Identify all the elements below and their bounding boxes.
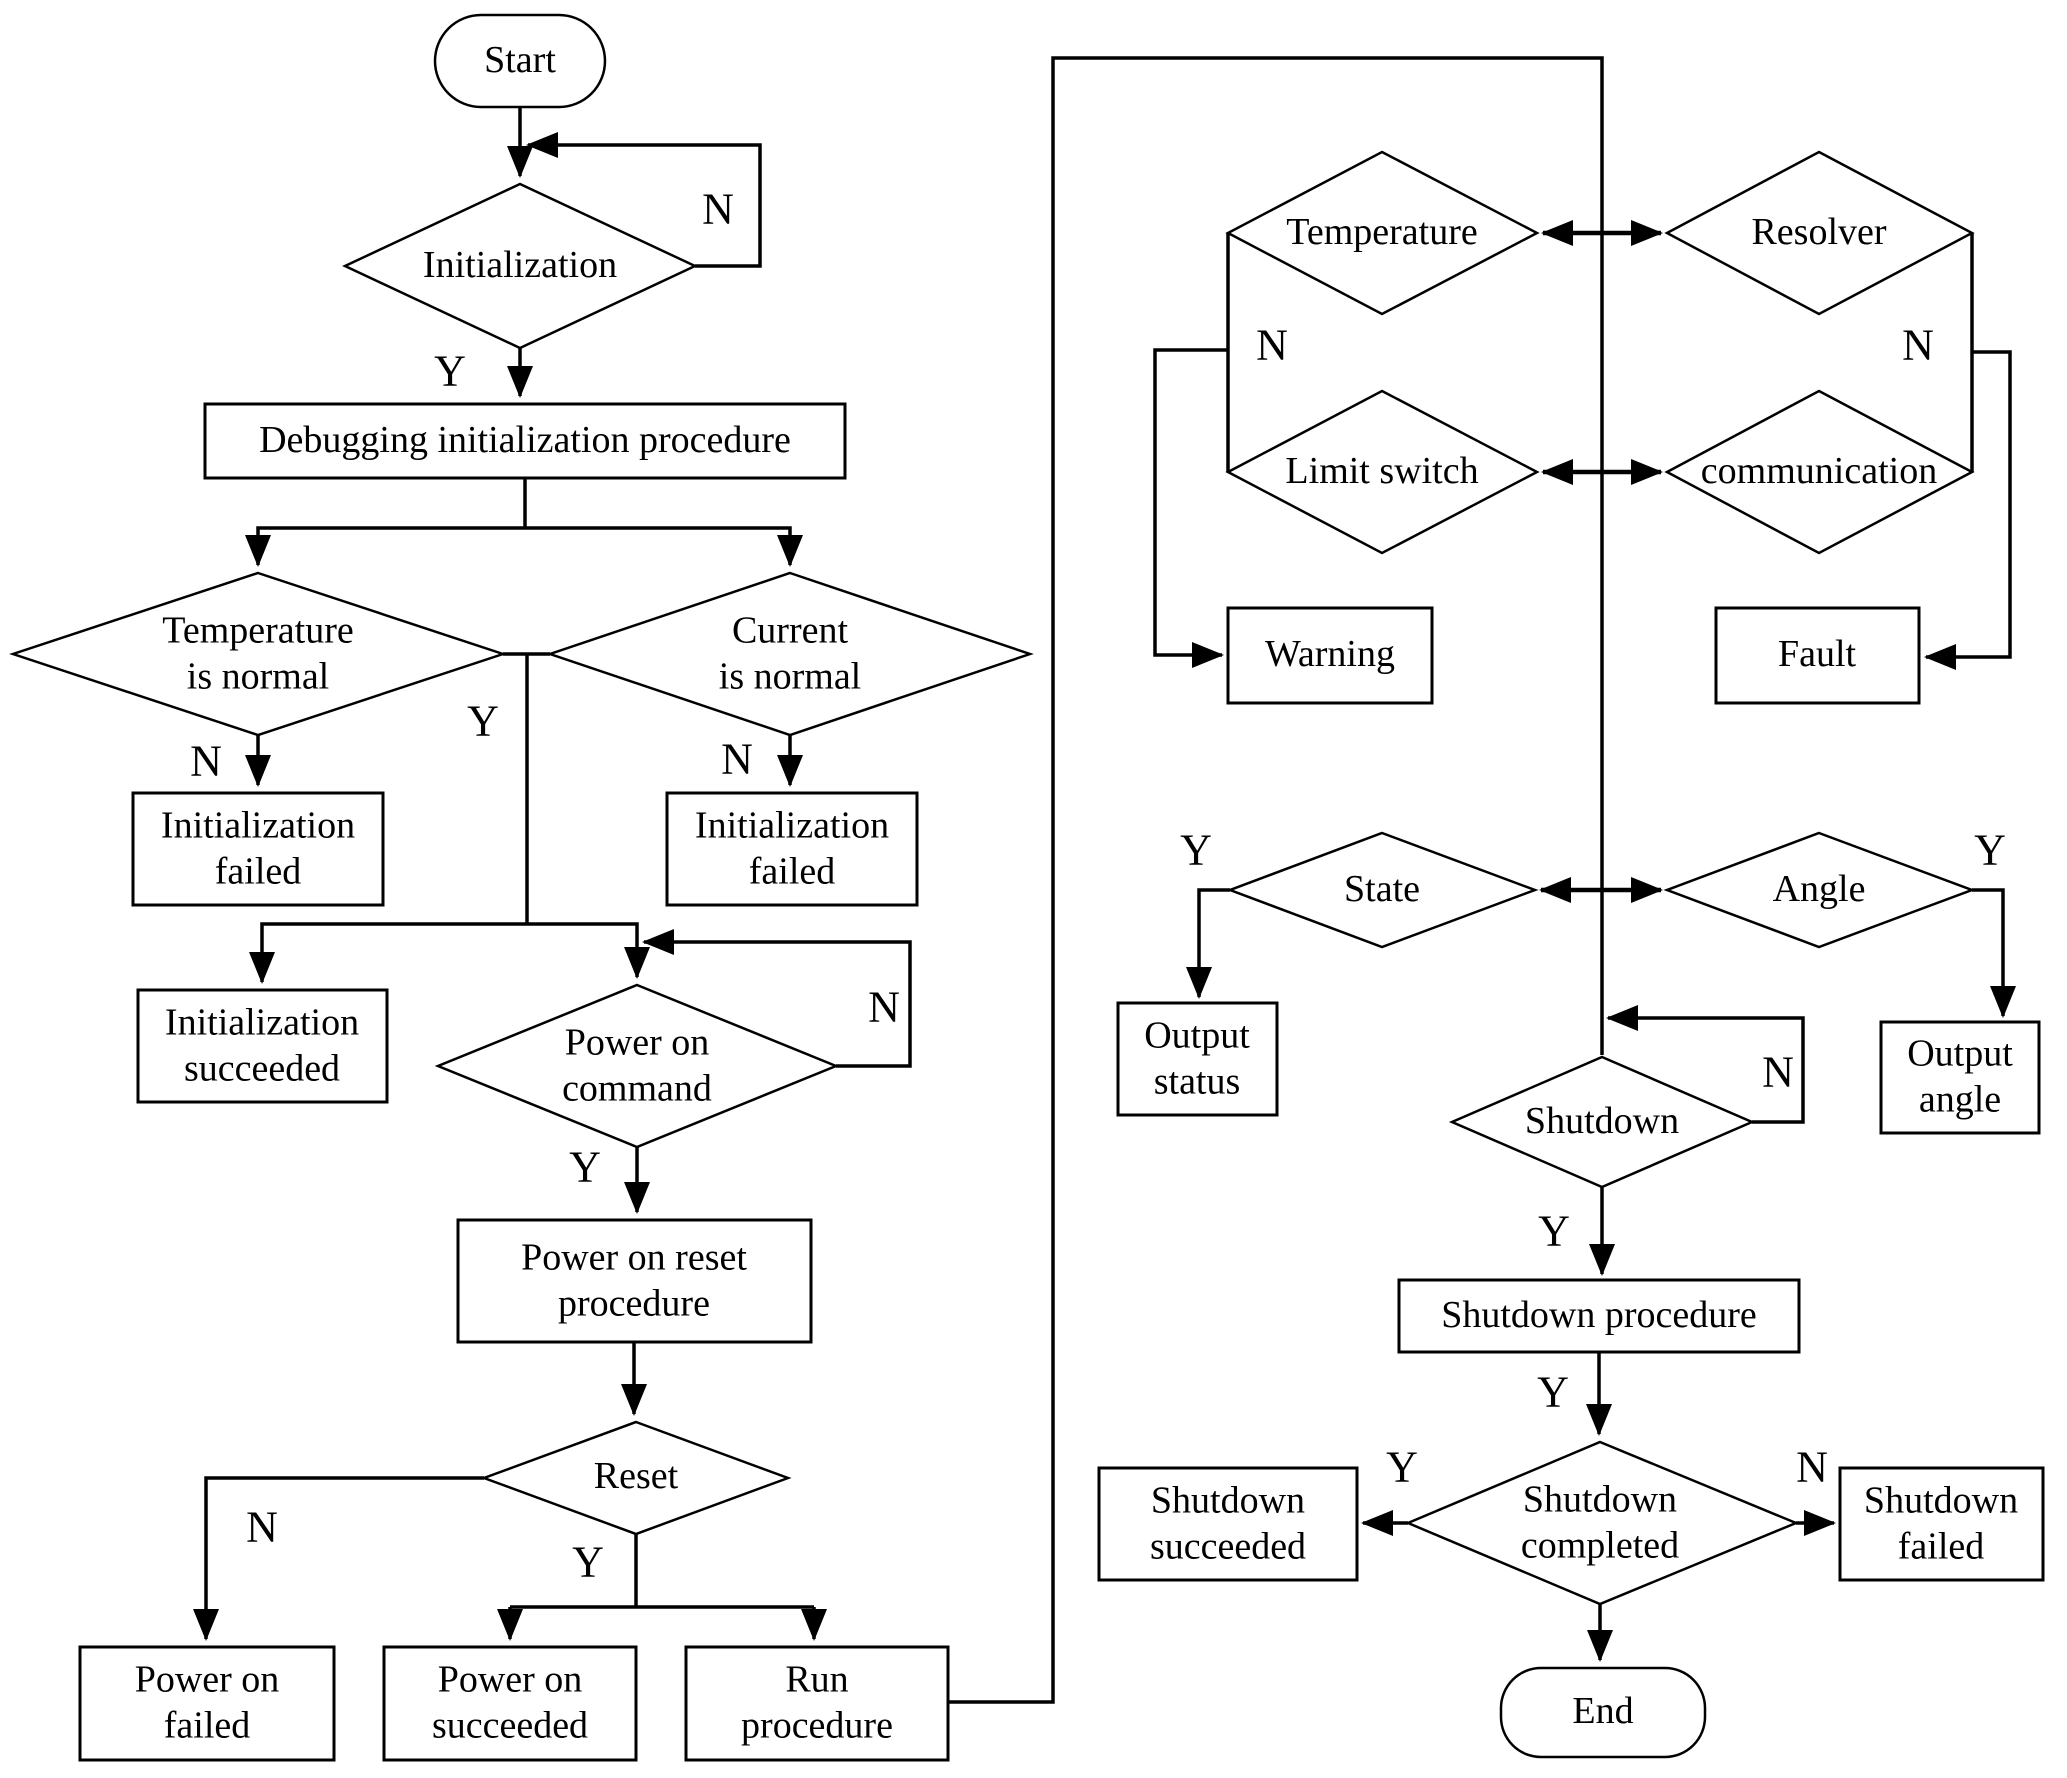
reset-decision-label: Reset — [593, 1455, 679, 1498]
debugging-initialization-process-label: Debugging initialization procedure — [259, 419, 791, 462]
power-on-failed-box-label: Power on failed — [134, 1658, 280, 1746]
connectors — [193, 56, 2016, 1704]
output-status-box-shape — [1116, 1001, 1279, 1117]
connector-line — [948, 56, 1604, 1704]
edge-label-shutdown-y: Y — [1538, 1206, 1570, 1256]
fault-box-label: Fault — [1777, 633, 1857, 676]
fault-box-shape — [1714, 606, 1921, 705]
power-on-reset-process-shape — [456, 1218, 813, 1344]
connector-line — [1153, 348, 1228, 668]
shutdown-failed-box-label: Shutdown failed — [1863, 1479, 2019, 1567]
start-terminator-shape — [433, 13, 607, 109]
connector-line — [245, 526, 525, 567]
shutdown-succeeded-box-shape — [1097, 1466, 1359, 1582]
temperature-check-decision-shape — [1225, 150, 1540, 316]
initialization-succeeded-box-shape — [136, 988, 389, 1104]
edge-label-completed-y: Y — [1386, 1442, 1418, 1492]
power-on-command-decision-label: Power on command — [562, 1021, 712, 1109]
power-on-command-decision-shape — [434, 983, 840, 1149]
connector-line — [1972, 888, 2016, 1018]
initialization-failed-left-box-label: Initialization failed — [160, 804, 356, 892]
edge-label-monitor-right-n: N — [1902, 320, 1934, 370]
debugging-initialization-process-shape — [203, 402, 847, 480]
warning-box-shape — [1226, 606, 1434, 705]
output-status-box-label: Output status — [1144, 1014, 1250, 1102]
current-normal-decision-label: Current is normal — [718, 609, 862, 697]
connector-line — [249, 922, 527, 984]
run-procedure-box-shape — [684, 1645, 950, 1762]
end-terminator-label: End — [1572, 1690, 1634, 1733]
shutdown-procedure-process-shape — [1397, 1278, 1801, 1354]
edge-label-initialization-y: Y — [434, 346, 466, 396]
limit-switch-check-decision-shape — [1225, 389, 1540, 555]
power-on-reset-process-label: Power on reset procedure — [521, 1236, 747, 1324]
power-on-succeeded-box-label: Power on succeeded — [431, 1658, 589, 1746]
start-terminator-label: Start — [484, 39, 556, 82]
edge-label-temperature-normal-n: N — [190, 736, 222, 786]
power-on-failed-box-shape — [78, 1645, 336, 1762]
edge-label-reset-y: Y — [572, 1537, 604, 1587]
shutdown-decision-label: Shutdown — [1524, 1100, 1680, 1143]
edge-label-shutdown-procedure-y: Y — [1537, 1367, 1569, 1417]
current-normal-decision-shape — [546, 571, 1034, 737]
communication-check-decision-label: communication — [1700, 450, 1938, 493]
run-procedure-box-label: Run procedure — [741, 1658, 893, 1746]
shutdown-succeeded-box-label: Shutdown succeeded — [1149, 1479, 1307, 1567]
edge-label-middle-y: Y — [467, 696, 499, 746]
angle-decision-shape — [1663, 831, 1976, 949]
angle-decision-label: Angle — [1772, 868, 1866, 911]
shutdown-decision-shape — [1448, 1055, 1756, 1189]
temperature-normal-decision-shape — [9, 571, 507, 737]
shutdown-procedure-process-label: Shutdown procedure — [1441, 1294, 1757, 1337]
initialization-decision-shape — [342, 182, 698, 350]
initialization-failed-right-box-shape — [665, 791, 919, 907]
limit-switch-check-decision-label: Limit switch — [1285, 450, 1479, 493]
edge-label-power-on-n: N — [868, 982, 900, 1032]
shutdown-completed-decision-shape — [1404, 1440, 1800, 1606]
temperature-normal-decision-label: Temperature is normal — [162, 609, 354, 697]
edge-label-completed-n: N — [1796, 1442, 1828, 1492]
initialization-succeeded-box-label: Initialization succeeded — [164, 1001, 360, 1089]
edge-label-state-y: Y — [1180, 825, 1212, 875]
connector-line — [525, 526, 803, 567]
connector-line — [527, 922, 650, 979]
initialization-decision-label: Initialization — [422, 244, 618, 287]
connector-line — [642, 929, 912, 1068]
temperature-check-decision-label: Temperature — [1286, 211, 1478, 254]
connector-line — [1186, 888, 1230, 999]
connector-line — [193, 1476, 484, 1641]
edge-label-monitor-left-n: N — [1256, 320, 1288, 370]
state-decision-shape — [1226, 831, 1539, 949]
shutdown-completed-decision-label: Shutdown completed — [1520, 1478, 1680, 1566]
connector-line — [1606, 1005, 1805, 1124]
edge-label-shutdown-n: N — [1762, 1047, 1794, 1097]
resolver-check-decision-shape — [1664, 150, 1975, 316]
shutdown-failed-box-shape — [1838, 1466, 2045, 1582]
initialization-failed-left-box-shape — [131, 791, 385, 907]
connector-line — [1924, 350, 2012, 670]
initialization-failed-right-box-label: Initialization failed — [694, 804, 890, 892]
power-on-succeeded-box-shape — [382, 1645, 638, 1762]
state-decision-label: State — [1344, 868, 1420, 911]
edge-label-reset-n: N — [246, 1502, 278, 1552]
resolver-check-decision-label: Resolver — [1751, 211, 1887, 254]
edge-label-current-normal-n: N — [721, 734, 753, 784]
output-angle-box-label: Output angle — [1907, 1032, 2013, 1120]
edge-label-initialization-n: N — [702, 184, 734, 234]
communication-check-decision-shape — [1664, 389, 1975, 555]
connector-line — [526, 132, 762, 268]
edge-label-angle-y: Y — [1974, 825, 2006, 875]
end-terminator-shape — [1499, 1666, 1707, 1759]
output-angle-box-shape — [1879, 1020, 2041, 1135]
reset-decision-shape — [480, 1420, 792, 1536]
edge-label-power-on-y: Y — [569, 1142, 601, 1192]
warning-box-label: Warning — [1265, 633, 1395, 676]
